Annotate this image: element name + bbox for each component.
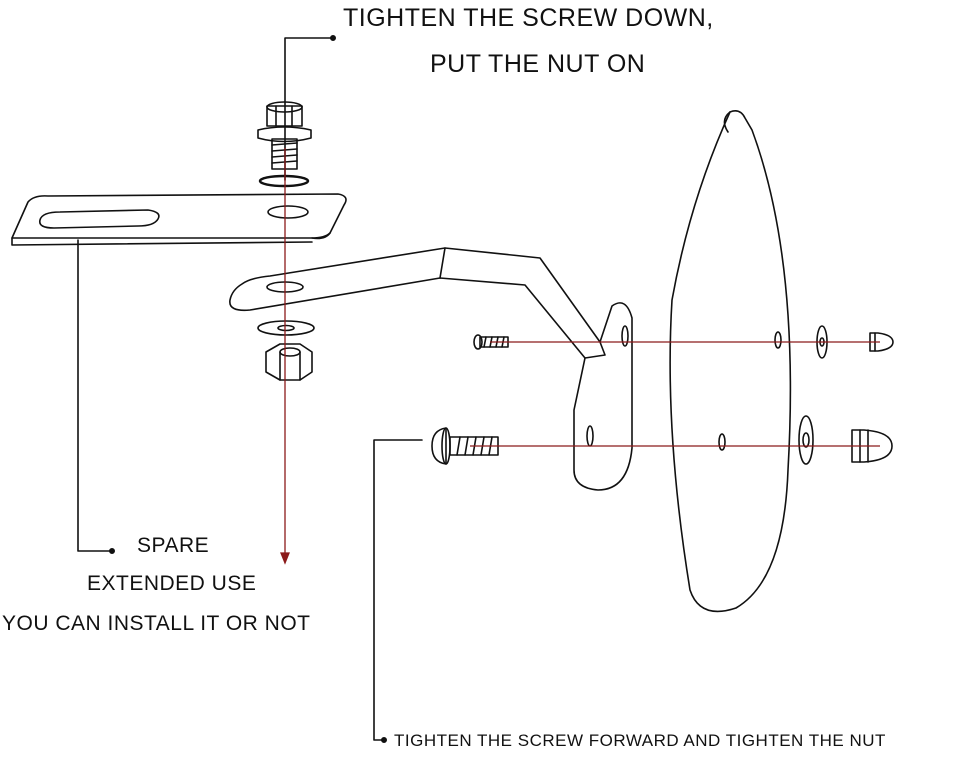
callout-top-line1: TIGHTEN THE SCREW DOWN, <box>343 4 714 32</box>
washer-lower <box>798 415 814 465</box>
callout-spare-line3: YOU CAN INSTALL IT OR NOT <box>2 612 311 635</box>
callout-top-line2: PUT THE NUT ON <box>430 50 646 78</box>
leader-top-dot <box>329 34 336 41</box>
leader-top <box>284 37 334 181</box>
leader-bottom-dot <box>380 736 387 743</box>
flange-bolt <box>257 101 312 170</box>
deflector-plate <box>669 110 792 613</box>
spring-washer <box>258 174 310 188</box>
axis-vertical-arrow <box>280 552 290 565</box>
callout-spare-line1: SPARE <box>137 534 210 557</box>
leader-spare <box>77 239 113 552</box>
leader-bottom <box>373 439 423 741</box>
hex-nut <box>265 343 313 381</box>
flat-washer <box>257 320 315 336</box>
callout-bottom: TIGHTEN THE SCREW FORWARD AND TIGHTEN TH… <box>394 731 886 750</box>
main-bracket <box>229 247 633 491</box>
spare-bracket <box>11 193 347 246</box>
leader-spare-dot <box>109 547 116 554</box>
callout-spare-line2: EXTENDED USE <box>87 572 257 595</box>
